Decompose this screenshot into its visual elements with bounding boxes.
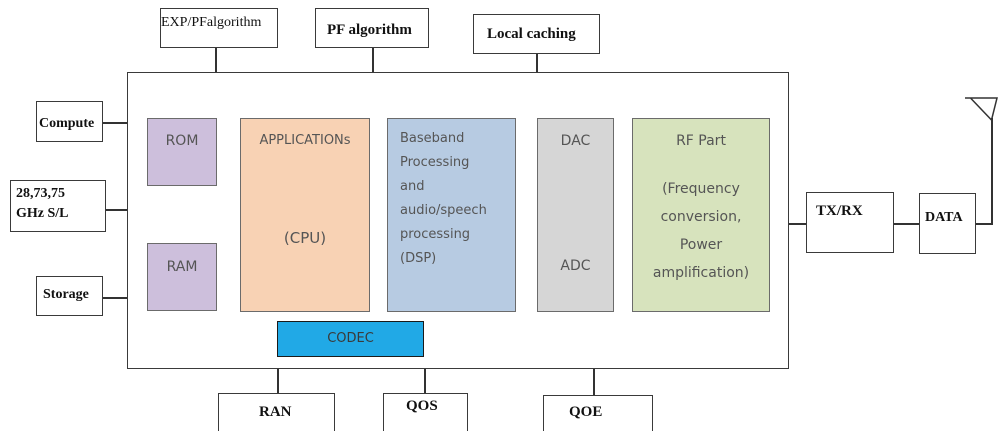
applications-block: APPLICATIONs (CPU)	[240, 118, 370, 312]
applications-title: APPLICATIONs	[259, 133, 351, 148]
local-caching-label: Local caching	[487, 26, 576, 42]
rf-line-1: (Frequency	[662, 181, 740, 197]
rf-line-4: amplification)	[652, 265, 750, 281]
dac-label: DAC	[560, 133, 591, 149]
rom-label: ROM	[165, 133, 199, 149]
connector-exp-pf	[215, 48, 217, 73]
frequency-box: 28,73,75 GHz S/L	[10, 180, 106, 232]
baseband-line-6: (DSP)	[400, 251, 437, 266]
baseband-line-5: processing	[400, 227, 471, 242]
codec-block: CODEC	[277, 321, 424, 357]
connector-compute	[103, 122, 128, 124]
ram-label: RAM	[166, 259, 198, 275]
connector-storage	[103, 297, 128, 299]
connector-txrx-data	[894, 223, 919, 225]
connector-ran	[277, 357, 279, 393]
antenna-icon	[965, 97, 998, 122]
frequency-line-1: 28,73,75	[16, 186, 65, 201]
rf-line-2: conversion,	[660, 209, 742, 225]
baseband-line-3: and	[400, 179, 425, 194]
connector-data-antenna-v	[991, 118, 993, 224]
connector-caching	[536, 53, 538, 73]
baseband-line-2: Processing	[400, 155, 470, 170]
qos-box: QOS	[383, 393, 468, 431]
connector-data-antenna-h	[976, 223, 993, 225]
rf-part-block: RF Part (Frequency conversion, Power amp…	[632, 118, 770, 312]
qoe-box: QOE	[543, 395, 653, 431]
baseband-block: Baseband Processing and audio/speech pro…	[387, 118, 516, 312]
rom-block: ROM	[147, 118, 217, 186]
connector-qos	[424, 368, 426, 393]
ram-block: RAM	[147, 243, 217, 311]
qoe-label: QOE	[569, 404, 603, 420]
pf-algorithm-box: PF algorithm	[315, 8, 429, 48]
data-label: DATA	[925, 210, 963, 225]
data-box: DATA	[919, 193, 976, 254]
baseband-line-4: audio/speech	[400, 203, 487, 218]
baseband-line-1: Baseband	[400, 131, 465, 146]
exp-pf-algorithm-box: EXP/PFalgorithm	[160, 8, 278, 48]
connector-main-txrx	[788, 223, 806, 225]
frequency-line-2: GHz S/L	[16, 206, 69, 221]
txrx-box: TX/RX	[806, 192, 894, 253]
exp-pf-algorithm-label: EXP/PFalgorithm	[161, 15, 262, 30]
applications-cpu: (CPU)	[283, 229, 327, 247]
storage-label: Storage	[43, 287, 89, 302]
rf-line-3: Power	[679, 237, 723, 253]
adc-label: ADC	[560, 258, 591, 274]
connector-qoe	[593, 368, 595, 395]
storage-box: Storage	[36, 276, 103, 316]
ran-box: RAN	[218, 393, 335, 431]
compute-box: Compute	[36, 101, 103, 142]
txrx-label: TX/RX	[816, 203, 863, 219]
connector-pf	[372, 48, 374, 73]
connector-ghz	[106, 209, 128, 211]
pf-algorithm-label: PF algorithm	[327, 22, 412, 38]
qos-label: QOS	[406, 398, 438, 414]
rf-part-title: RF Part	[676, 133, 726, 149]
codec-label: CODEC	[327, 331, 374, 346]
dac-adc-block: DAC ADC	[537, 118, 614, 312]
compute-label: Compute	[39, 116, 95, 131]
ran-label: RAN	[259, 404, 292, 420]
local-caching-box: Local caching	[473, 14, 600, 54]
